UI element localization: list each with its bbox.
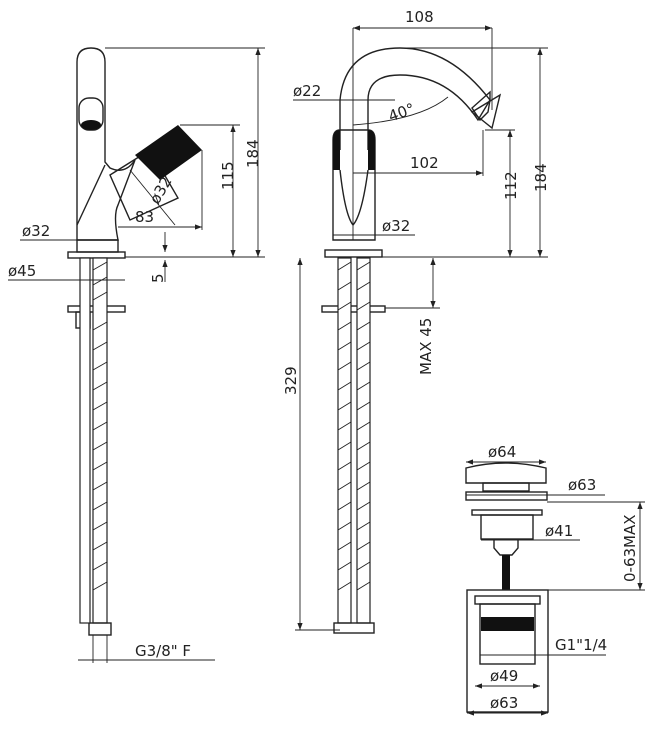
dim-base-thickness: 5 xyxy=(149,273,167,283)
dim-handle-height: 115 xyxy=(219,161,237,190)
side-handle xyxy=(109,149,179,221)
dim-outlet-height: 112 xyxy=(502,171,520,200)
front-spout xyxy=(339,47,491,150)
dim-body-outer-diameter: ø63 xyxy=(490,694,518,712)
hose xyxy=(92,257,108,624)
side-base-plate xyxy=(67,251,126,259)
dim-adjustment-range: 0-63MAX xyxy=(621,514,639,582)
knurled-handle xyxy=(135,125,202,180)
side-body xyxy=(76,47,136,241)
waste-flange xyxy=(465,491,548,501)
dim-base-diameter: ø45 xyxy=(8,262,36,280)
dim-max-deck: MAX 45 xyxy=(417,318,435,375)
front-outlet xyxy=(470,93,502,130)
front-view: 108 184 112 102 ø22 40° ø32 MAX 45 329 xyxy=(282,8,550,634)
hose-left xyxy=(337,257,352,624)
dim-body-diameter: ø32 xyxy=(22,222,50,240)
dim-stem-diameter: ø41 xyxy=(545,522,573,540)
dim-hose-connection: G3/8" F xyxy=(135,642,191,660)
front-base-plate xyxy=(324,249,383,258)
waste-cap xyxy=(465,462,547,484)
waste-view: ø64 ø63 0-63MAX ø41 G1"1/4 ø49 ø63 xyxy=(465,443,645,716)
waste-rod xyxy=(502,555,510,590)
dim-spout-diameter: ø22 xyxy=(293,82,321,100)
dim-hose-length: 329 xyxy=(282,366,300,395)
dim-spout-reach: 102 xyxy=(410,154,439,172)
dim-thread: G1"1/4 xyxy=(555,636,607,654)
dim-body-inner-diameter: ø49 xyxy=(490,667,518,685)
dim-handle-reach: 83 xyxy=(135,208,154,226)
hose-nut xyxy=(88,622,112,636)
side-view: 184 115 83 ø32 ø32 ø45 5 G3/8" F xyxy=(8,47,265,663)
front-flange xyxy=(321,305,386,313)
waste-thread xyxy=(481,617,534,631)
dim-front-body-diameter: ø32 xyxy=(382,217,410,235)
dim-height-total: 184 xyxy=(244,139,262,168)
dim-flange-diameter: ø63 xyxy=(568,476,596,494)
hose-right xyxy=(356,257,371,624)
dim-handle-diameter: ø32 xyxy=(146,174,176,207)
dim-spout-width: 108 xyxy=(405,8,434,26)
dim-front-height-total: 184 xyxy=(532,163,550,192)
dim-cap-diameter: ø64 xyxy=(488,443,516,461)
dim-spout-angle: 40° xyxy=(386,99,417,125)
